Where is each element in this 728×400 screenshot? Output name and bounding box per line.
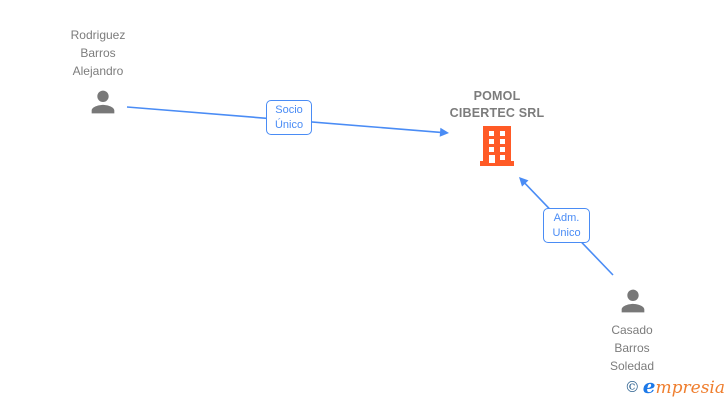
person-silhouette-icon bbox=[621, 289, 645, 313]
edge-label-socio-unico: Socio Único bbox=[266, 100, 312, 135]
node-label-company[interactable]: POMOL CIBERTEC SRL bbox=[449, 89, 545, 120]
company-icon[interactable] bbox=[480, 126, 514, 166]
logo-letter-e: e bbox=[642, 374, 656, 398]
edge-label-adm-unico: Adm. Unico bbox=[543, 208, 590, 243]
person-silhouette-icon bbox=[91, 90, 115, 114]
empresia-logo[interactable]: ©empresia bbox=[625, 374, 725, 398]
node-label-person-casado[interactable]: Casado Barros Soledad bbox=[609, 323, 655, 373]
building-icon bbox=[480, 126, 514, 166]
person-icon[interactable] bbox=[86, 85, 120, 119]
copyright-icon: © bbox=[624, 378, 640, 396]
logo-text: mpresia bbox=[655, 378, 726, 398]
node-label-person-rodriguez[interactable]: Rodriguez Barros Alejandro bbox=[70, 28, 126, 78]
person-icon[interactable] bbox=[616, 284, 650, 318]
